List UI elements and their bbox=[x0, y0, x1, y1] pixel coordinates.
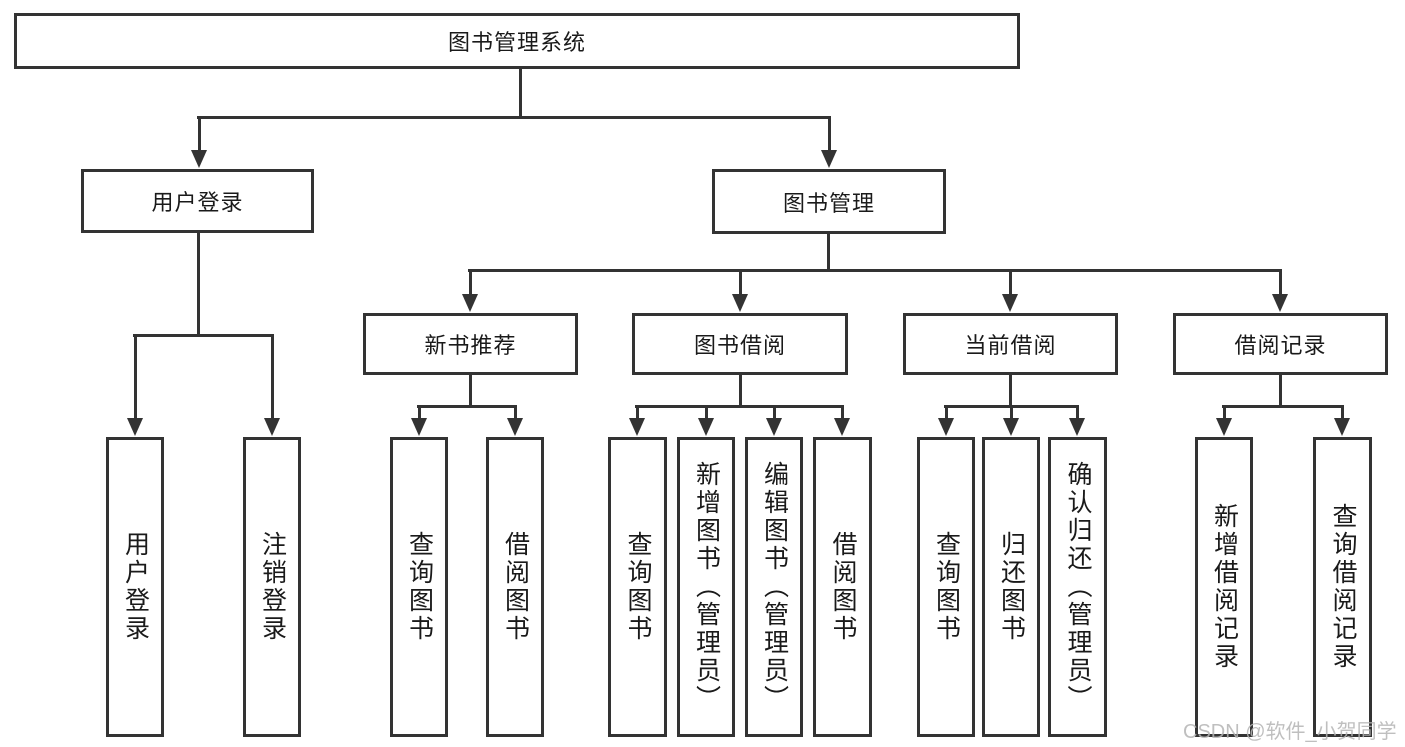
csdn-watermark: CSDN @软件_小贺同学 bbox=[1183, 721, 1397, 743]
leaf-logout: 注销登录 bbox=[243, 437, 301, 737]
connector-book-borrow-branch bbox=[635, 405, 844, 408]
leaf-user-login-label: 用户登录 bbox=[121, 531, 150, 643]
connector-borrow-record-shaft bbox=[1279, 271, 1282, 296]
arrowhead-login-leaf bbox=[127, 418, 143, 436]
leaf-nbr-borrow-books: 借阅图书 bbox=[486, 437, 544, 737]
arrowhead-new-book-rec bbox=[462, 294, 478, 312]
leaf-bb-add-books-admin-label: 新增图书（管理员） bbox=[692, 461, 721, 713]
connector-new-book-rec-stem bbox=[469, 375, 472, 408]
connector-cb-query-shaft bbox=[945, 407, 948, 420]
connector-nbr-query-shaft bbox=[418, 407, 421, 420]
leaf-nbr-query-books: 查询图书 bbox=[390, 437, 448, 737]
connector-cb-confirm-shaft bbox=[1076, 407, 1079, 420]
connector-user-login-stem bbox=[197, 233, 200, 337]
connector-login-leaf-shaft bbox=[134, 336, 137, 420]
connector-user-login-shaft bbox=[198, 118, 201, 152]
node-new-book-rec-label: 新书推荐 bbox=[424, 333, 517, 358]
arrowhead-br-add bbox=[1216, 418, 1232, 436]
leaf-cb-query-books: 查询图书 bbox=[917, 437, 975, 737]
connector-book-mgmt-stem bbox=[827, 234, 830, 272]
connector-cb-return-shaft bbox=[1010, 407, 1013, 420]
connector-new-book-rec-shaft bbox=[469, 271, 472, 296]
arrowhead-logout-leaf bbox=[264, 418, 280, 436]
connector-nbr-borrow-shaft bbox=[514, 407, 517, 420]
node-current-borrow: 当前借阅 bbox=[903, 313, 1118, 375]
leaf-bb-edit-books-admin-label: 编辑图书（管理员） bbox=[760, 461, 789, 713]
node-book-borrow: 图书借阅 bbox=[632, 313, 848, 375]
connector-root-branch bbox=[197, 116, 831, 119]
connector-current-borrow-shaft bbox=[1009, 271, 1012, 296]
leaf-bb-edit-books-admin: 编辑图书（管理员） bbox=[745, 437, 803, 737]
node-new-book-rec: 新书推荐 bbox=[363, 313, 578, 375]
leaf-cb-query-books-label: 查询图书 bbox=[932, 531, 961, 643]
arrowhead-bb-query bbox=[629, 418, 645, 436]
connector-book-borrow-shaft bbox=[739, 271, 742, 296]
leaf-logout-label: 注销登录 bbox=[258, 531, 287, 643]
arrowhead-nbr-borrow bbox=[507, 418, 523, 436]
connector-current-borrow-branch bbox=[944, 405, 1079, 408]
leaf-cb-confirm-return-admin: 确认归还（管理员） bbox=[1048, 437, 1107, 737]
node-current-borrow-label: 当前借阅 bbox=[964, 333, 1057, 358]
leaf-bb-borrow-books-label: 借阅图书 bbox=[829, 531, 857, 643]
leaf-bb-borrow-books: 借阅图书 bbox=[813, 437, 872, 737]
leaf-br-add-record: 新增借阅记录 bbox=[1195, 437, 1253, 737]
node-user-login: 用户登录 bbox=[81, 169, 314, 233]
arrowhead-br-query bbox=[1334, 418, 1350, 436]
leaf-br-add-record-label: 新增借阅记录 bbox=[1210, 503, 1239, 671]
leaf-nbr-query-books-label: 查询图书 bbox=[405, 531, 434, 643]
connector-book-mgmt-shaft bbox=[828, 118, 831, 152]
connector-book-mgmt-branch bbox=[468, 269, 1282, 272]
connector-new-book-rec-branch bbox=[417, 405, 517, 408]
connector-br-query-shaft bbox=[1341, 407, 1344, 420]
arrowhead-nbr-query bbox=[411, 418, 427, 436]
arrowhead-bb-edit bbox=[766, 418, 782, 436]
connector-bb-query-shaft bbox=[636, 407, 639, 420]
node-borrow-record-label: 借阅记录 bbox=[1234, 333, 1327, 358]
arrowhead-cb-query bbox=[938, 418, 954, 436]
connector-book-borrow-stem bbox=[739, 375, 742, 408]
arrowhead-book-mgmt bbox=[821, 150, 837, 168]
arrowhead-cb-return bbox=[1003, 418, 1019, 436]
arrowhead-bb-borrow bbox=[834, 418, 850, 436]
connector-borrow-record-stem bbox=[1279, 375, 1282, 408]
arrowhead-current-borrow bbox=[1002, 294, 1018, 312]
arrowhead-user-login bbox=[191, 150, 207, 168]
leaf-bb-query-books-label: 查询图书 bbox=[624, 531, 652, 643]
node-root-label: 图书管理系统 bbox=[447, 30, 586, 55]
node-root: 图书管理系统 bbox=[14, 13, 1020, 69]
leaf-user-login: 用户登录 bbox=[106, 437, 164, 737]
arrowhead-borrow-record bbox=[1272, 294, 1288, 312]
node-book-mgmt-label: 图书管理 bbox=[782, 190, 875, 216]
arrowhead-bb-add bbox=[698, 418, 714, 436]
leaf-bb-add-books-admin: 新增图书（管理员） bbox=[677, 437, 735, 737]
connector-bb-edit-shaft bbox=[773, 407, 776, 420]
node-book-mgmt: 图书管理 bbox=[712, 169, 946, 234]
arrowhead-book-borrow bbox=[732, 294, 748, 312]
connector-root-stem bbox=[519, 69, 522, 119]
node-borrow-record: 借阅记录 bbox=[1173, 313, 1388, 375]
leaf-bb-query-books: 查询图书 bbox=[608, 437, 667, 737]
node-book-borrow-label: 图书借阅 bbox=[693, 333, 786, 358]
connector-user-login-branch bbox=[133, 334, 274, 337]
connector-logout-leaf-shaft bbox=[271, 336, 274, 420]
connector-br-add-shaft bbox=[1223, 407, 1226, 420]
connector-borrow-record-branch bbox=[1222, 405, 1344, 408]
leaf-cb-return-books-label: 归还图书 bbox=[997, 531, 1026, 643]
leaf-nbr-borrow-books-label: 借阅图书 bbox=[501, 531, 530, 643]
leaf-cb-confirm-return-admin-label: 确认归还（管理员） bbox=[1064, 461, 1092, 713]
arrowhead-cb-confirm bbox=[1069, 418, 1085, 436]
leaf-cb-return-books: 归还图书 bbox=[982, 437, 1040, 737]
connector-bb-add-shaft bbox=[705, 407, 708, 420]
connector-current-borrow-stem bbox=[1009, 375, 1012, 408]
node-user-login-label: 用户登录 bbox=[151, 190, 244, 215]
leaf-br-query-record: 查询借阅记录 bbox=[1313, 437, 1372, 737]
leaf-br-query-record-label: 查询借阅记录 bbox=[1329, 503, 1357, 671]
connector-bb-borrow-shaft bbox=[841, 407, 844, 420]
